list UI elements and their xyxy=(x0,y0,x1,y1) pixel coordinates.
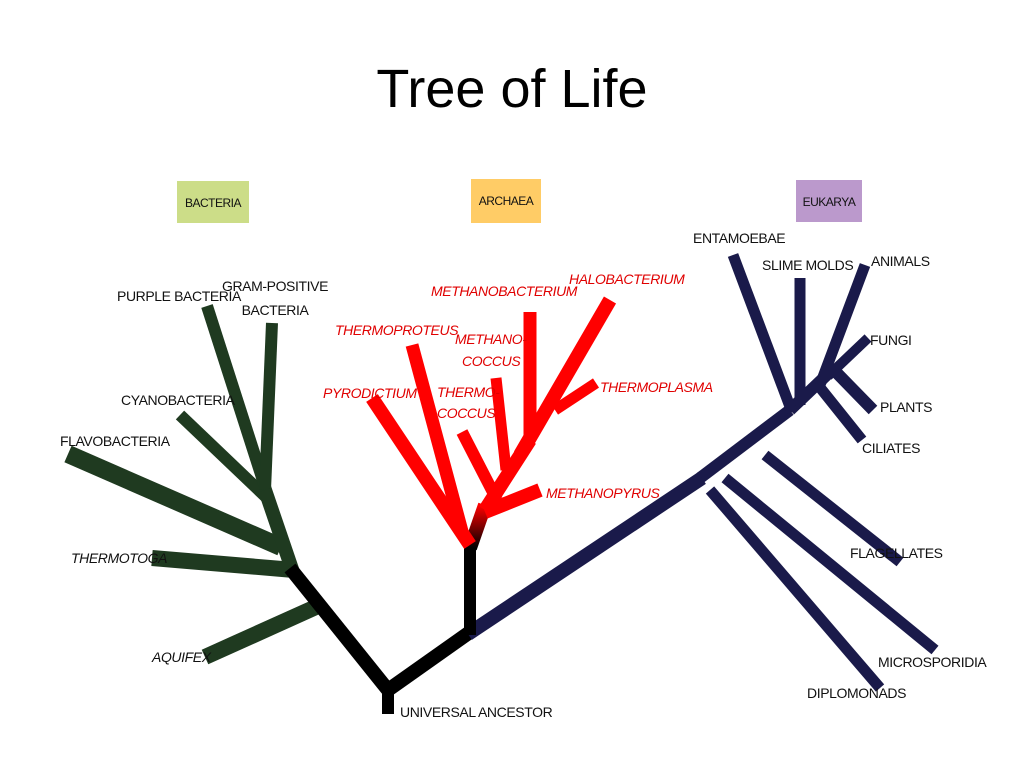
label-methanobacterium: METHANOBACTERIUM xyxy=(431,283,578,299)
branch-entamoebae xyxy=(727,253,798,414)
branch-microsporidia xyxy=(721,473,939,655)
branch-archaea-core xyxy=(479,436,536,514)
label-cyanobacteria: CYANOBACTERIA xyxy=(121,392,236,408)
branch-gram-positive xyxy=(259,322,278,491)
label-pyrodictium: PYRODICTIUM xyxy=(323,385,417,401)
branch-aquifex xyxy=(201,599,320,665)
domain-eukarya-text: EUKARYA xyxy=(803,195,856,209)
label-gram-positive-line1: GRAM-POSITIVE xyxy=(222,278,328,294)
branch-thermoplasma xyxy=(551,378,600,415)
label-thermococcus-line1: THERMO- xyxy=(437,384,500,400)
label-gram-positive-line2: BACTERIA xyxy=(242,302,310,318)
label-methanococcus-line2: COCCUS xyxy=(462,353,521,369)
branch-flavobacteria xyxy=(64,445,285,556)
branch-plants xyxy=(827,363,878,415)
branch-animals xyxy=(814,263,871,387)
label-entamoebae: ENTAMOEBAE xyxy=(693,230,785,246)
domain-label-bacteria: BACTERIA xyxy=(177,181,249,223)
archaea-labels: METHANOBACTERIUM HALOBACTERIUM THERMOPRO… xyxy=(323,271,713,501)
branch-cyanobacteria xyxy=(175,410,271,502)
label-slime-molds: SLIME MOLDS xyxy=(762,257,853,273)
branch-bacteria-stem xyxy=(258,487,301,578)
trunk-to-eukarya xyxy=(464,472,706,640)
domain-label-eukarya: EUKARYA xyxy=(796,180,862,222)
branch-thermotoga xyxy=(151,550,295,578)
trunk xyxy=(284,472,706,714)
label-halobacterium: HALOBACTERIUM xyxy=(569,271,685,287)
label-animals: ANIMALS xyxy=(871,253,930,269)
label-purple-bacteria: PURPLE BACTERIA xyxy=(117,288,242,304)
label-fungi: FUNGI xyxy=(870,332,912,348)
label-diplomonads: DIPLOMONADS xyxy=(807,685,906,701)
bacteria-labels: PURPLE BACTERIA GRAM-POSITIVE BACTERIA C… xyxy=(60,278,328,665)
branch-methanococcus xyxy=(490,377,512,471)
branch-diplomonads xyxy=(705,486,885,692)
label-ciliates: CILIATES xyxy=(862,440,920,456)
bacteria-branches xyxy=(64,304,320,665)
slide-title: Tree of Life xyxy=(376,59,648,119)
eukarya-branches xyxy=(696,253,939,692)
label-methanococcus-line1: METHANO- xyxy=(455,331,527,347)
trunk-left xyxy=(284,563,394,695)
branch-eukarya-stem xyxy=(696,405,794,483)
trunk-to-archaea xyxy=(383,626,475,696)
label-thermoproteus: THERMOPROTEUS xyxy=(335,322,459,338)
branch-flagellates xyxy=(761,450,904,567)
archaea-branches xyxy=(366,296,617,551)
branch-ciliates xyxy=(813,381,867,444)
branch-thermoproteus xyxy=(405,343,470,537)
label-thermoplasma: THERMOPLASMA xyxy=(600,379,713,395)
label-thermococcus-line2: COCCUS xyxy=(437,405,496,421)
label-universal-ancestor: UNIVERSAL ANCESTOR xyxy=(400,704,553,720)
label-thermotoga: THERMOTOGA xyxy=(71,550,167,566)
label-flagellates: FLAGELLATES xyxy=(850,545,943,561)
domain-archaea-text: ARCHAEA xyxy=(479,194,534,208)
label-aquifex: AQUIFEX xyxy=(151,649,212,665)
branch-halobacterium xyxy=(513,296,617,459)
label-flavobacteria: FLAVOBACTERIA xyxy=(60,433,171,449)
domain-bacteria-text: BACTERIA xyxy=(185,196,242,210)
eukarya-labels: ENTAMOEBAE SLIME MOLDS ANIMALS FUNGI PLA… xyxy=(693,230,988,701)
label-plants: PLANTS xyxy=(880,399,932,415)
label-methanopyrus: METHANOPYRUS xyxy=(546,485,660,501)
label-microsporidia: MICROSPORIDIA xyxy=(878,654,987,670)
domain-label-archaea: ARCHAEA xyxy=(471,179,541,223)
branch-purple-bacteria xyxy=(201,304,272,492)
